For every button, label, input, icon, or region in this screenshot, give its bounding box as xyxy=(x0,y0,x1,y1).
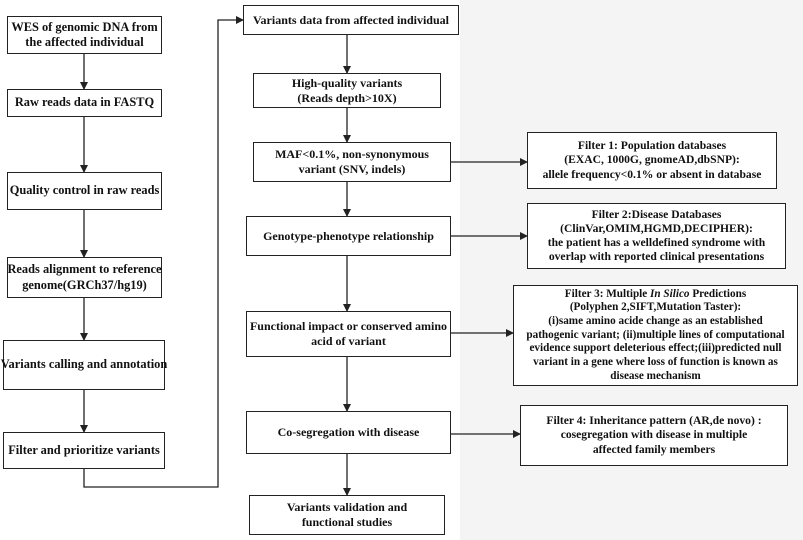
filter-4-inheritance-pattern: Filter 4: Inheritance pattern (AR,de nov… xyxy=(520,405,788,466)
step-variants-calling: Variants calling and annotation xyxy=(1,340,167,390)
step-raw-reads-fastq: Raw reads data in FASTQ xyxy=(7,89,162,117)
filter-3-in-silico-predictions: Filter 3: Multiple In Silico Predictions… xyxy=(513,285,798,386)
filter-1-population-databases: Filter 1: Population databases (EXAC, 10… xyxy=(527,132,777,189)
step-functional-impact: Functional impact or conserved amino aci… xyxy=(246,311,451,357)
step-quality-control: Quality control in raw reads xyxy=(7,172,162,210)
step-genotype-phenotype: Genotype-phenotype relationship xyxy=(246,216,451,256)
step-validation-studies: Variants validation and functional studi… xyxy=(249,495,445,535)
step-maf-filter: MAF<0.1%, non-synonymous variant (SNV, i… xyxy=(253,142,451,182)
step-variants-data: Variants data from affected individual xyxy=(243,5,459,35)
filter-2-disease-databases: Filter 2:Disease Databases (ClinVar,OMIM… xyxy=(527,203,786,269)
filter-3-title: Filter 3: Multiple In Silico Predictions xyxy=(564,287,747,300)
step-wes-genomic-dna: WES of genomic DNA from the affected ind… xyxy=(7,16,162,54)
arrow-connector-left-to-middle xyxy=(83,16,244,488)
step-co-segregation: Co-segregation with disease xyxy=(246,411,451,454)
step-reads-alignment: Reads alignment to reference genome(GRCh… xyxy=(7,257,162,298)
step-high-quality-variants: High-quality variants (Reads depth>10X) xyxy=(253,73,441,108)
step-filter-prioritize: Filter and prioritize variants xyxy=(3,432,165,469)
